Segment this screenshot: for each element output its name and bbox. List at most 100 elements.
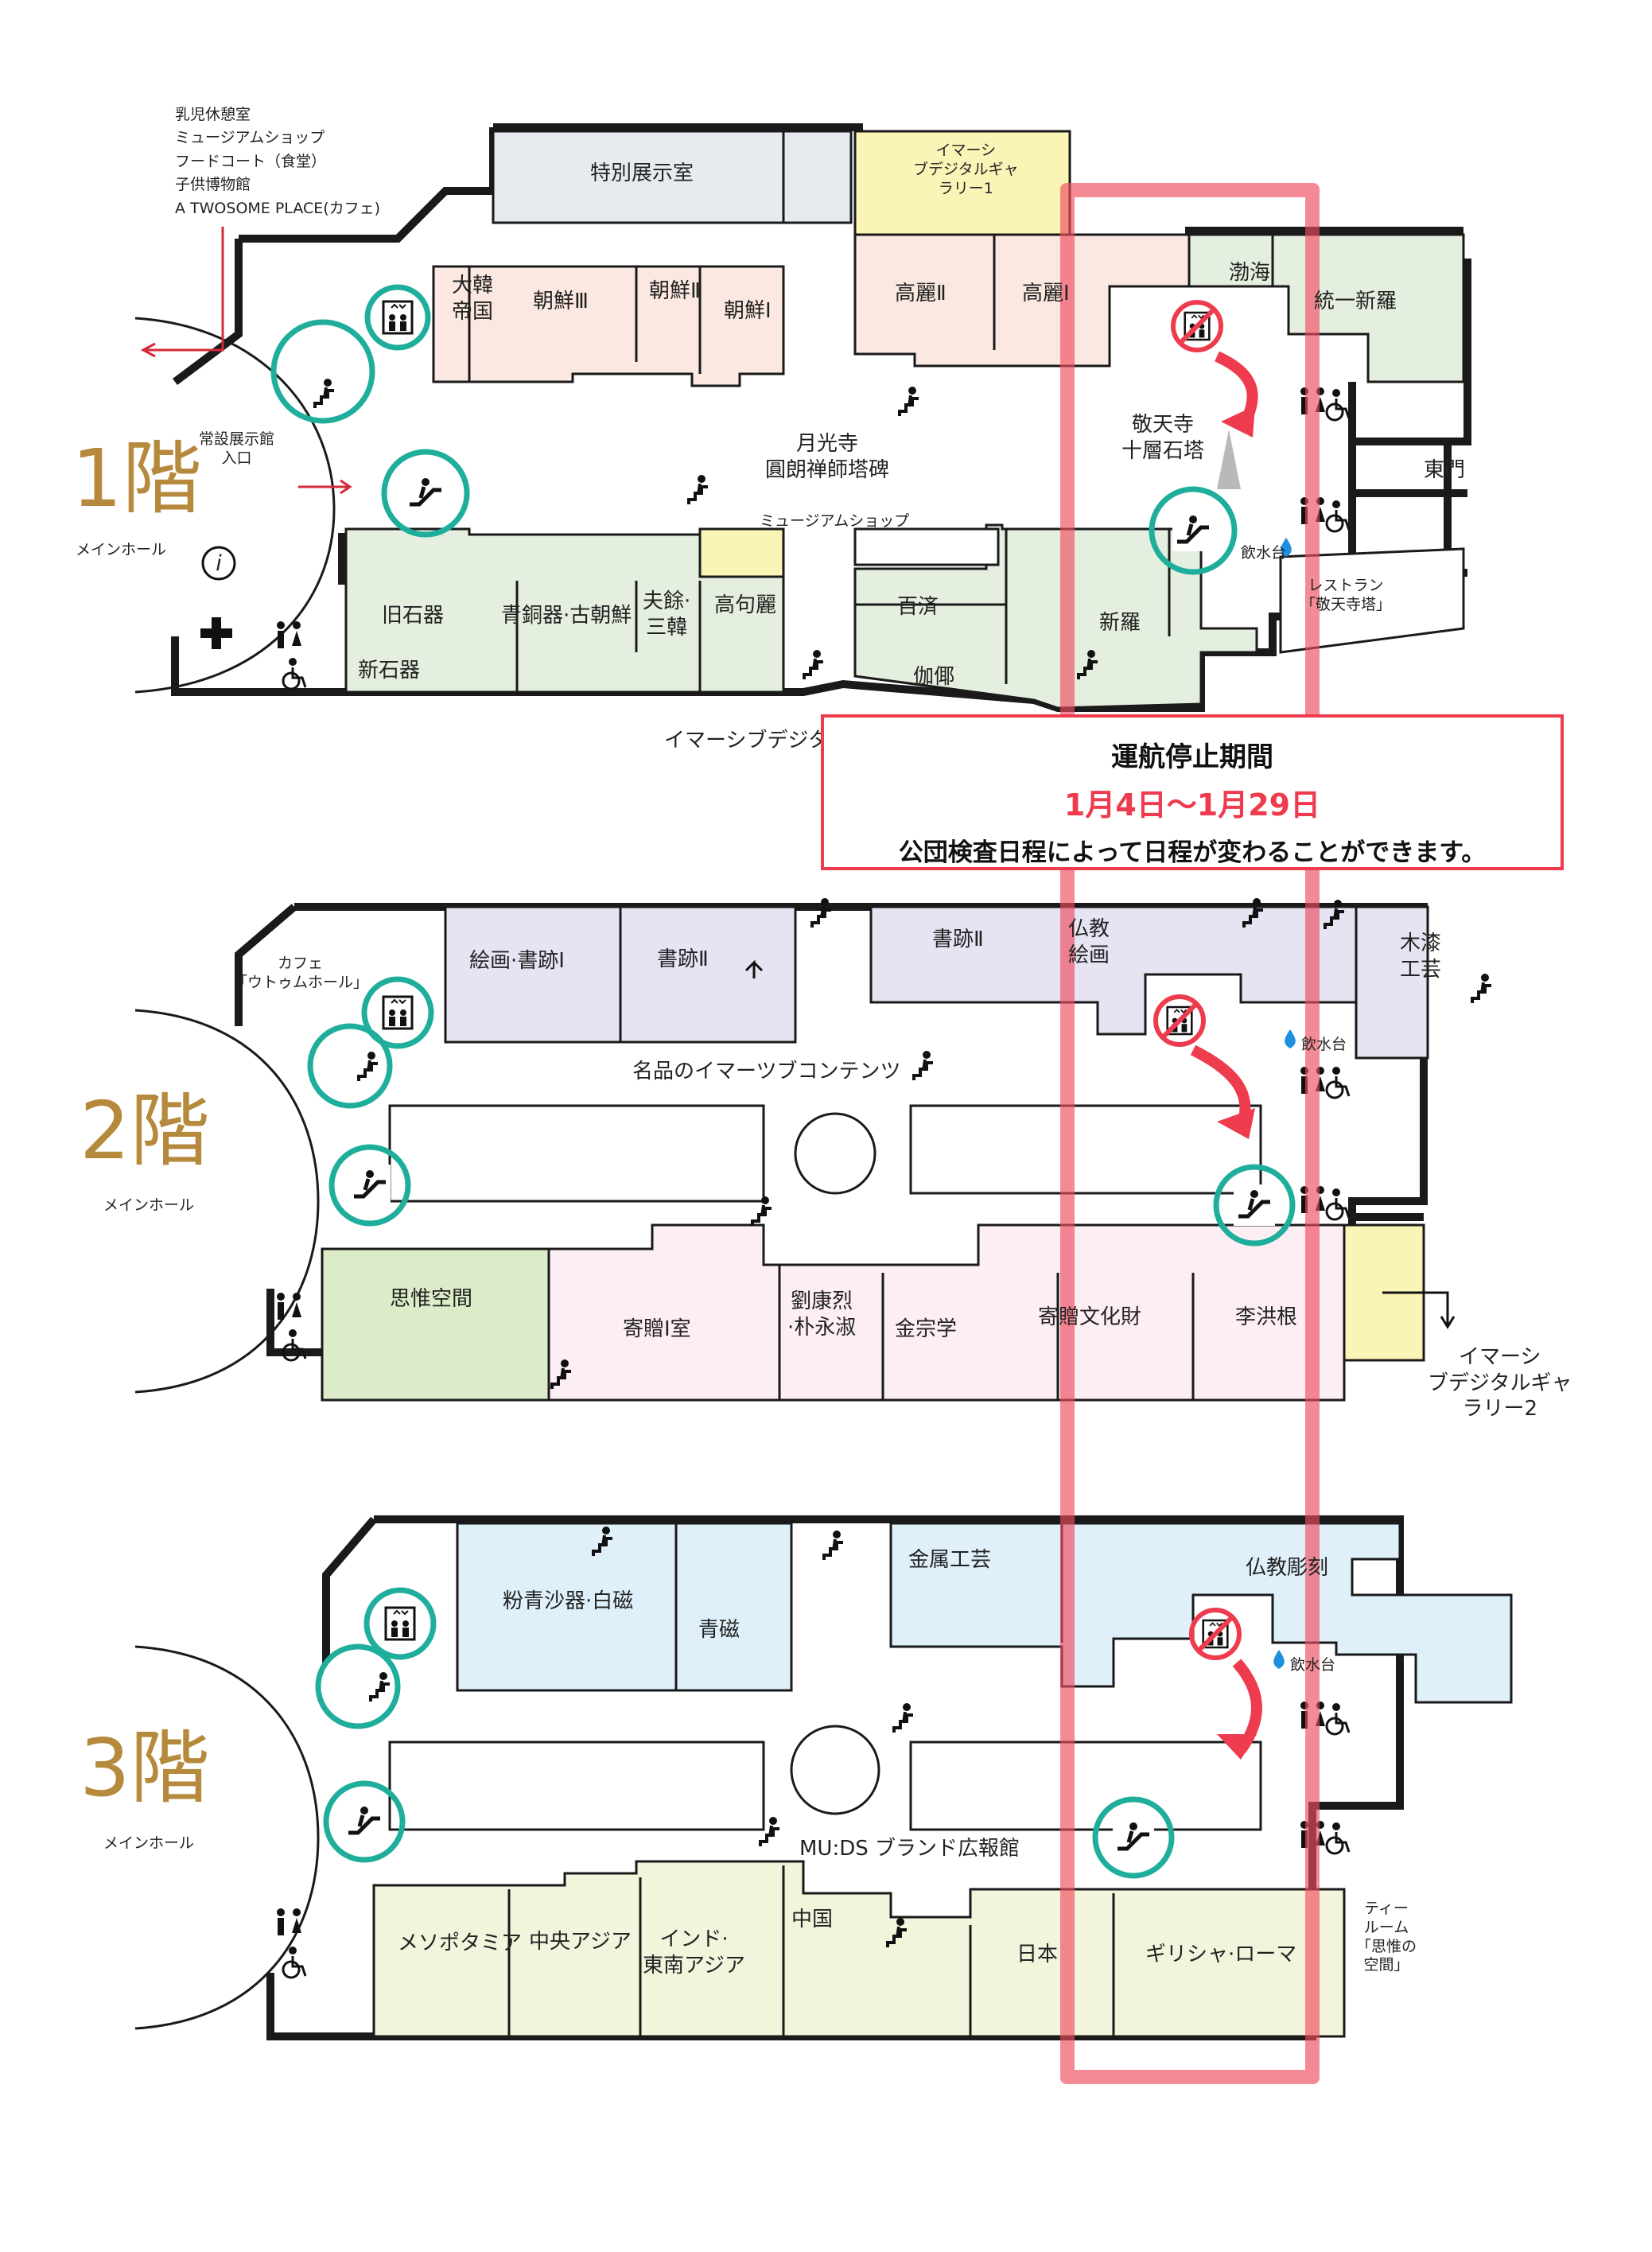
immersive-link-label: イマーシブデジタル (664, 729, 849, 753)
elevator-icon (382, 300, 414, 335)
ring-escalator-f3-east (1092, 1796, 1175, 1879)
storage-1 (782, 130, 853, 224)
elevator-icon (382, 995, 414, 1030)
water-label-f3: 飲水台 (1290, 1656, 1336, 1674)
room-balhae-silla (1187, 233, 1465, 383)
floor-2 (134, 897, 1493, 1402)
wolgwangsa-label: 月光寺圓朗禅師塔碑 (765, 432, 890, 482)
elevator-icon (384, 1606, 416, 1641)
room-paleolithic-label: 旧石器 (382, 604, 445, 628)
svg-text:i: i (216, 551, 222, 576)
room-celadon-label: 青磁 (698, 1618, 740, 1642)
stairs-icon (803, 648, 825, 681)
water-icon (1285, 1029, 1296, 1048)
atrium-circle-3 (790, 1725, 880, 1815)
room-calligraphy2b-label: 書跡Ⅱ (932, 928, 984, 951)
accessible-icon (1325, 1821, 1351, 1855)
escalator-icon (1234, 1184, 1275, 1226)
room-world-cultures (372, 1860, 1346, 2038)
tearoom-label: ティールーム「思惟の空間」 (1356, 1900, 1417, 1974)
cafe-label: カフェ「ウトゥムホール」 (232, 955, 369, 991)
floor-1: i (134, 123, 1471, 712)
room-ceramics (456, 1522, 793, 1692)
room-immersive2-label: イマーシブデジタルギャラリー2 (1428, 1345, 1572, 1421)
restroom-icon (277, 1908, 301, 1935)
ring-elevator-f2 (361, 976, 434, 1049)
east-gate-label: 東門 (1424, 458, 1466, 482)
atrium-right-3 (909, 1741, 1262, 1831)
main-hall-label: メインホール (103, 1196, 195, 1214)
accessible-icon (1325, 1065, 1351, 1099)
room-mesopotamia-label: メソポタミア (398, 1931, 523, 1955)
accessible-icon (1325, 499, 1351, 533)
room-kim-label: 金宗学 (895, 1317, 958, 1341)
ring-elevator-f1 (364, 284, 431, 351)
accessible-icon (1325, 1187, 1351, 1221)
room-painting-label: 絵画·書跡Ⅰ (469, 949, 565, 973)
stairs-icon (1471, 972, 1493, 1005)
escalator-icon (344, 1801, 385, 1842)
info-icon (201, 546, 236, 581)
floor-1-label: 1階 (72, 432, 202, 525)
ring-stairs-f3 (315, 1643, 401, 1729)
ring-escalator-f2-east (1213, 1164, 1296, 1247)
notice-period: 1月4日〜1月29日 (1063, 788, 1321, 823)
room-special (492, 130, 785, 224)
content-label: 名品のイマーツブコンテンツ (632, 1060, 901, 1083)
room-buyeo-label: 夫餘·三韓 (643, 589, 691, 640)
room-buddhist-painting-label: 仏教絵画 (1068, 917, 1110, 967)
room-joseon (432, 265, 785, 387)
room-donations (547, 1223, 1346, 1402)
room-immersive1 (853, 130, 1071, 236)
restroom-icon (277, 1293, 301, 1320)
room-goryeo2-label: 高麗Ⅱ (895, 282, 946, 305)
room-buddhist-sculpture-label: 仏教彫刻 (1246, 1556, 1329, 1580)
room-calligraphy2-label: 書跡Ⅱ (657, 947, 709, 971)
room-silla-label: 新羅 (1099, 611, 1141, 635)
stairs-icon (892, 1702, 915, 1734)
restroom-icon (1300, 1067, 1325, 1094)
water-icon (1273, 1650, 1285, 1669)
room-goryeo1-label: 高麗Ⅰ (1022, 282, 1070, 305)
escalator-icon (1113, 1817, 1154, 1858)
room-yoo-label: 劉康烈·朴永淑 (787, 1289, 857, 1340)
room-metal-buddhist (889, 1522, 1513, 1704)
room-india-label: インド·東南アジア (643, 1927, 745, 1978)
room-balhae-label: 渤海 (1229, 261, 1271, 285)
room-lee-label: 李洪根 (1235, 1305, 1298, 1329)
floor1-partitions (468, 235, 1274, 692)
entrance-label: 常設展示館入口 (199, 430, 275, 467)
main-hall-label: メインホール (76, 541, 167, 558)
ring-stairs-f2 (307, 1023, 393, 1109)
floor-3-label: 3階 (80, 1721, 210, 1814)
room-gaya-label: 伽倻 (913, 665, 955, 689)
room-japan-label: 日本 (1016, 1943, 1059, 1966)
room-baekje-silla (853, 523, 1258, 710)
stairs-icon (810, 897, 833, 929)
floor-3 (134, 1515, 1513, 2040)
main-hall-outline-2 (134, 1009, 320, 1394)
atrium-left-2 (388, 1104, 765, 1203)
room-meditation-label: 思惟空間 (390, 1287, 473, 1311)
atrium-circle-2 (794, 1112, 877, 1195)
main-hall-outline-1 (134, 317, 336, 694)
main-hall-outline-3 (134, 1645, 320, 2030)
museum-shop-label: ミュージアムショップ (760, 512, 910, 530)
elevator-notice: 運航停止期間 1月4日〜1月29日 公団検査日程によって日程が変わることができま… (821, 714, 1564, 870)
atrium-right-2 (909, 1104, 1262, 1195)
room-baekje-label: 百済 (897, 595, 939, 619)
water-label-f1: 飲水台 (1241, 544, 1287, 562)
restaurant-label: レストラン「敬天寺塔」 (1300, 577, 1392, 613)
room-china-label: 中国 (791, 1908, 834, 1931)
stairs-icon (357, 1050, 379, 1083)
room-donation1-label: 寄贈Ⅰ室 (623, 1317, 691, 1341)
atrium-left-3 (388, 1741, 765, 1831)
water-label-f2: 飲水台 (1301, 1036, 1347, 1053)
room-goguryeo-label: 高句麗 (714, 593, 777, 617)
no-elevator-icon (1156, 997, 1203, 1044)
ring-stairs-f1 (270, 319, 375, 424)
stairs-icon (822, 1529, 845, 1562)
floor3-partitions (507, 1523, 1115, 2036)
